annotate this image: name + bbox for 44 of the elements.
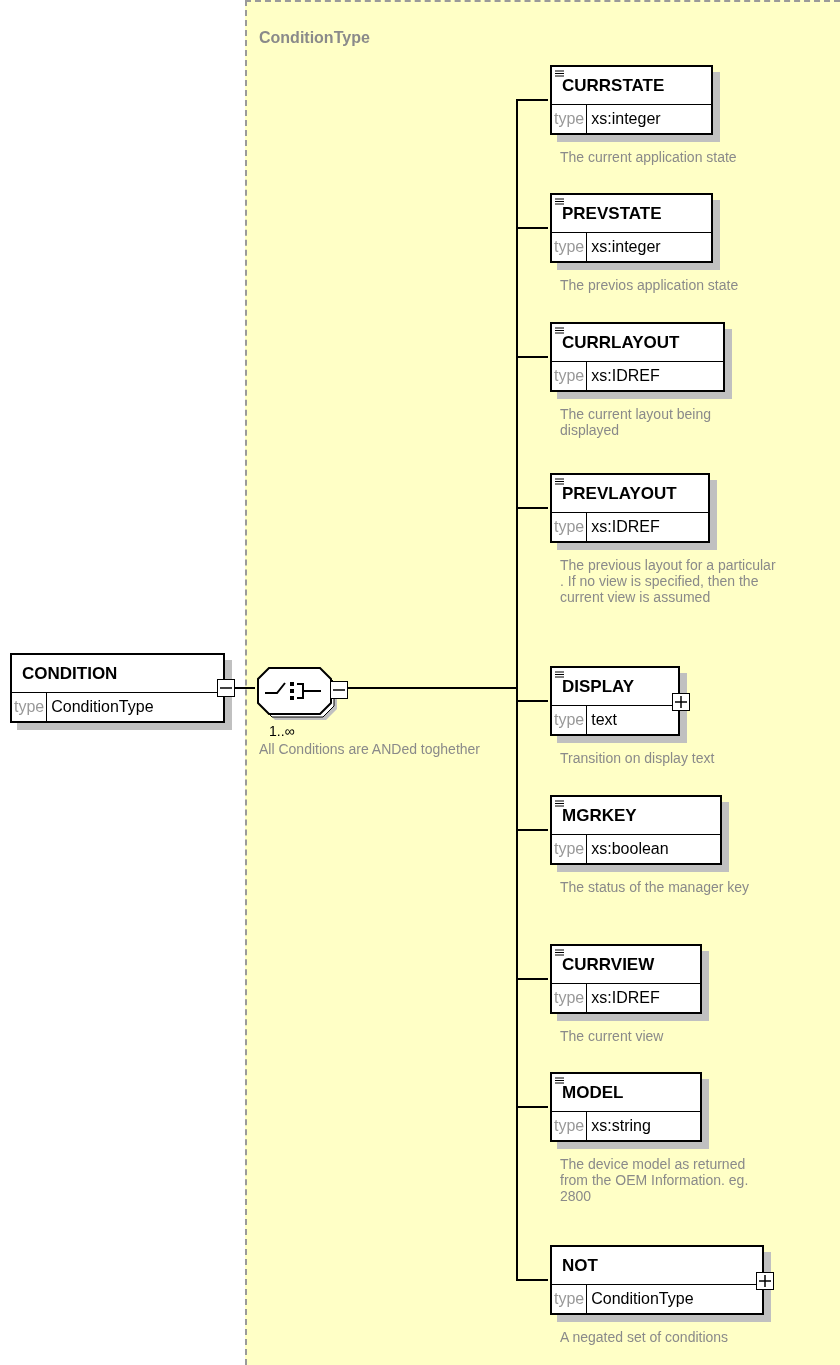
type-value: xs:boolean bbox=[590, 839, 670, 859]
element-name: CONDITION bbox=[22, 662, 118, 685]
type-label: type bbox=[552, 706, 588, 734]
description-text: The previous layout for a particular . If no view is specified, then the current view is assumed bbox=[560, 557, 777, 605]
type-value: ConditionType bbox=[50, 697, 155, 717]
element-name: PREVSTATE bbox=[562, 202, 662, 225]
description-text: The current application state bbox=[560, 149, 738, 165]
type-title: ConditionType bbox=[259, 28, 370, 48]
element-name: CURRVIEW bbox=[562, 953, 655, 976]
description-text: A negated set of conditions bbox=[560, 1329, 730, 1345]
description-text: The device model as returned from the OEM Information. eg. 2800 bbox=[560, 1156, 750, 1204]
element-name: MODEL bbox=[562, 1081, 624, 1104]
type-label: type bbox=[552, 513, 588, 541]
connector-line bbox=[234, 687, 256, 689]
type-label: type bbox=[552, 1285, 588, 1313]
description-text: The status of the manager key bbox=[560, 879, 751, 895]
type-label: type bbox=[552, 835, 588, 863]
element-name: MGRKEY bbox=[562, 804, 637, 827]
description-text: All Conditions are ANDed toghether bbox=[259, 741, 482, 757]
description-text: Transition on display text bbox=[560, 750, 716, 766]
type-value: xs:integer bbox=[590, 237, 662, 257]
description-text: The current layout being displayed bbox=[560, 406, 712, 438]
type-label: type bbox=[552, 105, 588, 133]
occurrence-label: 1..∞ bbox=[269, 723, 296, 739]
element-name: CURRSTATE bbox=[562, 74, 665, 97]
complex-type-band bbox=[245, 0, 840, 1365]
element-name: PREVLAYOUT bbox=[562, 482, 677, 505]
type-value: ConditionType bbox=[590, 1289, 695, 1309]
type-label: type bbox=[12, 693, 48, 721]
type-value: xs:string bbox=[590, 1116, 652, 1136]
type-value: xs:IDREF bbox=[590, 988, 661, 1008]
element-name: NOT bbox=[562, 1254, 598, 1277]
type-value: text bbox=[590, 710, 619, 730]
type-label: type bbox=[552, 1112, 588, 1140]
description-text: The previos application state bbox=[560, 277, 740, 293]
element-name: CURRLAYOUT bbox=[562, 331, 680, 354]
type-label: type bbox=[552, 362, 588, 390]
type-value: xs:IDREF bbox=[590, 517, 661, 537]
type-label: type bbox=[552, 984, 588, 1012]
type-label: type bbox=[552, 233, 588, 261]
element-name: DISPLAY bbox=[562, 675, 635, 698]
description-text: The current view bbox=[560, 1028, 665, 1044]
type-value: xs:IDREF bbox=[590, 366, 661, 386]
type-value: xs:integer bbox=[590, 109, 662, 129]
